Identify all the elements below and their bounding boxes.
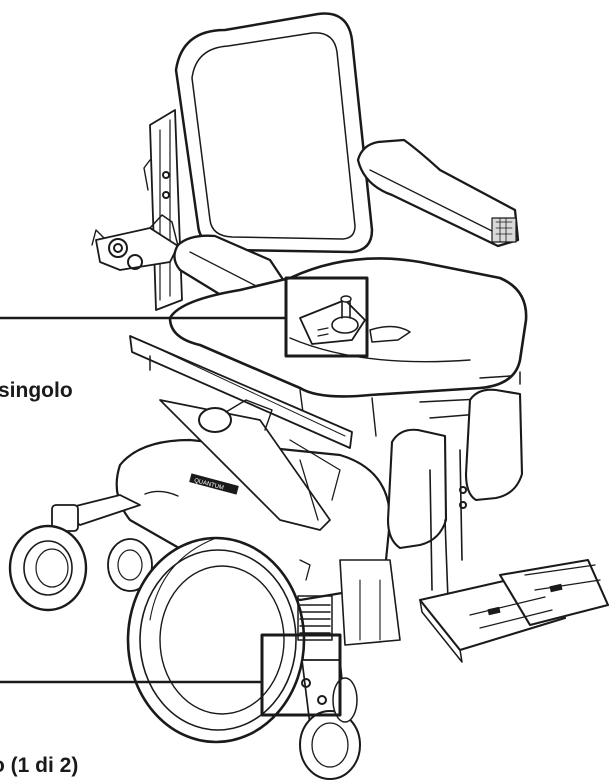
callout-box-anti-tip [260, 633, 342, 717]
clamp-attachment [91, 214, 179, 271]
rear-caster-wheel [107, 538, 153, 592]
side-mount-bracket [143, 109, 183, 311]
leg-rests [386, 388, 524, 601]
chassis-base: QUANTUM [115, 399, 401, 646]
suspension-spring [297, 595, 333, 641]
front-caster-wheel [8, 524, 88, 612]
seat-backrest [174, 12, 374, 263]
callout-label-single: singolo [0, 379, 73, 402]
armrest-right [356, 138, 520, 248]
joystick-controller-icon [299, 295, 411, 345]
footplates [418, 558, 610, 663]
drive-wheel [126, 536, 306, 744]
leader-lines [0, 316, 288, 684]
anti-tip-wheel [299, 659, 361, 780]
figure-caption: o (1 di 2) [0, 754, 79, 777]
